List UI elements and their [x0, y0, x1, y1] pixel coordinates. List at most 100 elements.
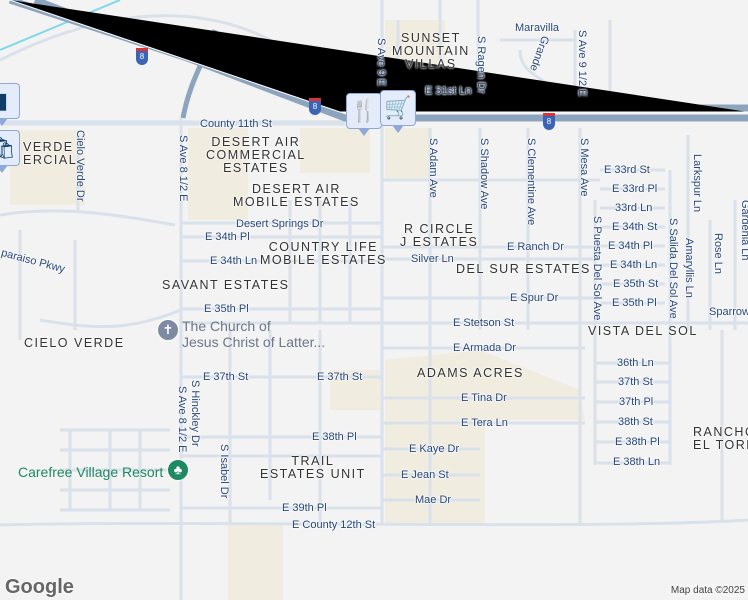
street-label: E County 12th St [292, 519, 376, 531]
street-label: S Adam Ave [427, 138, 439, 198]
street-label: S Ragen Dr [475, 36, 487, 94]
area-line: DESERT AIR [211, 135, 301, 149]
street-label: S Ave 9 E [375, 38, 387, 87]
street-label: County 11th St [200, 118, 272, 130]
street-label: Silver Ln [411, 253, 454, 265]
restaurant-icon[interactable]: 🍴 [346, 93, 382, 136]
area-vista-del-sol: VISTA DEL SOL [588, 324, 698, 338]
area-line: EL TORE [693, 438, 748, 452]
area-cielo-verde: CIELO VERDE [24, 336, 125, 350]
street-label: E Stetson St [453, 317, 515, 329]
area-line: ESTATES [223, 161, 289, 175]
street-label: Amaryllis Ln [683, 238, 695, 298]
street-label: E 31st Ln [425, 85, 472, 97]
area-line: MOBILE ESTATES [233, 195, 360, 209]
street-label: S Puesta Del Sol Ave [591, 216, 603, 321]
street-label: E 37th St [203, 371, 249, 383]
street-label: Maravilla [515, 22, 560, 34]
street-label: E 34th Ln [610, 259, 658, 271]
area-line: RANCHO [693, 425, 748, 439]
street-label: E Tina Dr [461, 392, 507, 404]
street-label: E 38th Pl [615, 436, 660, 448]
street-label: E 34th St [612, 221, 658, 233]
street-label: E 34th Pl [205, 231, 250, 243]
street-label: S Isabel Dr [218, 444, 230, 499]
street-label: S Ave 8 1/2 E [176, 386, 188, 453]
area-line: VILLAS [405, 57, 457, 71]
park-tree-icon[interactable]: ♣ [167, 459, 189, 481]
street-label: S Ave 8 1/2 E [177, 135, 189, 202]
street-label: S Clementine Ave [525, 138, 537, 226]
street-label: E 39th Pl [282, 502, 327, 514]
poi-line: The Church of [182, 318, 271, 334]
street-label: S Mesa Ave [578, 138, 590, 197]
street-label: E Jean St [401, 469, 449, 481]
street-label: Gardenia Ln [739, 200, 748, 261]
area-line: ESTATES UNIT [260, 467, 366, 481]
cyan-line [0, 0, 121, 51]
map-attribution[interactable]: Map data ©2025 [667, 584, 748, 597]
interstate-shield-icon: 8 [543, 113, 555, 130]
street-label: E Ranch Dr [507, 241, 564, 253]
street-label: Sparrow [709, 306, 748, 318]
street-label: E 35th Pl [612, 297, 657, 309]
street-label: E 38th Pl [312, 431, 357, 443]
street-label: E 37th St [317, 371, 363, 383]
store-icon[interactable]: ▮ [0, 83, 20, 126]
street-label: Desert Springs Dr [236, 218, 324, 230]
poi-line: Jesus Christ of Latter... [182, 334, 326, 350]
area-rancho-el-toro: RANCHOEL TORE [693, 426, 748, 452]
street-label: E 34th Pl [608, 240, 653, 252]
street-label: E 33rd St [604, 164, 650, 176]
area-line: MOUNTAIN [392, 44, 470, 58]
area-line: ERCIAL [23, 153, 78, 167]
church-icon[interactable]: ✝ [157, 319, 179, 341]
interstate-shield-icon: 8 [309, 98, 321, 115]
google-logo: Google [5, 576, 74, 598]
area-adams-acres: ADAMS ACRES [417, 366, 524, 380]
area-line: TRAIL [291, 454, 335, 468]
street-label: E Kaye Dr [409, 443, 460, 455]
street-label: E 35th St [613, 278, 659, 290]
interstate-shield-icon: 8 [136, 48, 148, 65]
street-label: E 38th Ln [613, 456, 661, 468]
street-label: E Spur Dr [510, 292, 559, 304]
street-label: E 35th Pl [204, 303, 249, 315]
street-label: E 34th Ln [210, 255, 258, 267]
street-label: Mae Dr [415, 494, 452, 506]
area-line: MOBILE ESTATES [260, 253, 387, 267]
area-line: VERDE [23, 140, 74, 154]
street-label: E Armada Dr [453, 342, 516, 354]
street-label: 33rd Ln [615, 202, 653, 214]
street-label: 37th St [618, 376, 653, 388]
shopping-cart-icon[interactable]: 🛒 [380, 90, 416, 133]
street-label: E 33rd Pl [612, 183, 658, 195]
street-label: S Ave 9 1/2 E [576, 30, 588, 97]
street-label: Rose Ln [712, 233, 724, 274]
area-line: COMMERCIAL [206, 148, 306, 162]
street-label: Larkspur Ln [691, 154, 703, 213]
street-label: S Hinckley Dr [189, 380, 201, 447]
street-label: S Salida Del Sol Ave [667, 218, 679, 319]
area-line: DESERT AIR [251, 182, 341, 196]
area-line: R CIRCLE [403, 222, 475, 236]
street-label: Cielo Verde Dr [74, 130, 86, 202]
street-label: 37th Pl [619, 396, 654, 408]
area-line: SUNSET [401, 31, 461, 45]
interstate-divider [9, 0, 748, 113]
street-label: 36th Ln [617, 357, 654, 369]
poi-carefree-village-resort[interactable]: Carefree Village Resort [18, 464, 164, 480]
street-label: S Shadow Ave [478, 138, 490, 210]
area-line: J ESTATES [400, 235, 479, 249]
street-label: E Tera Ln [461, 417, 508, 429]
shopping-bag-icon[interactable]: 🛍 [0, 130, 20, 173]
